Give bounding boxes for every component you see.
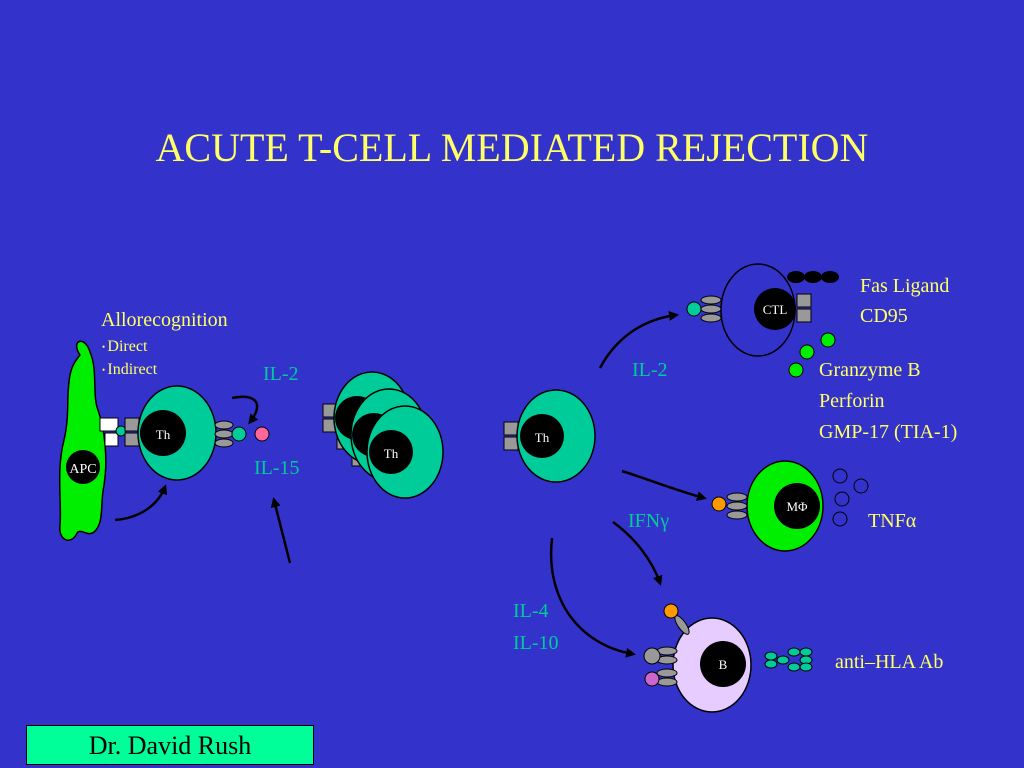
- il2-autocrine-arrow: [231, 395, 259, 425]
- apc-receptors: [99, 417, 140, 447]
- effector-th-cell: [503, 389, 596, 483]
- il15-label: IL-15: [254, 457, 300, 479]
- th-label-1: Th: [156, 427, 171, 442]
- il15-arrow: [270, 497, 292, 564]
- ifn-gamma-label: IFNγ: [628, 510, 670, 532]
- gmp17-label: GMP-17 (TIA-1): [819, 421, 958, 443]
- macrophage-cell: [711, 460, 869, 552]
- allorecognition-heading: Allorecognition: [101, 309, 228, 331]
- il2-to-ctl-arrow: [598, 311, 679, 369]
- il2-left-label: IL-2: [263, 363, 299, 385]
- apc-label: APC: [69, 462, 96, 477]
- il10-label: IL-10: [513, 632, 559, 654]
- perforin-label: Perforin: [819, 390, 885, 412]
- ctl-label: CTL: [763, 302, 788, 317]
- tnf-alpha-label: TNFα: [868, 510, 917, 532]
- apc-cell: [58, 340, 107, 541]
- allorecognition-item-direct: Direct: [102, 338, 147, 356]
- ifn-to-b-cell-arrow: [612, 520, 663, 586]
- anti-hla-ab-label: anti–HLA Ab: [835, 651, 944, 673]
- ifn-to-macrophage-arrow: [621, 469, 707, 501]
- th-label-3: Th: [535, 430, 550, 445]
- ctl-cell: [686, 263, 839, 378]
- author-credit: Dr. David Rush: [26, 725, 314, 765]
- th-label-2: Th: [384, 446, 399, 461]
- apc-to-th-arrow: [114, 484, 168, 522]
- fas-ligand-label: Fas Ligand: [860, 275, 950, 297]
- antibody-molecules: [764, 647, 813, 672]
- allorecognition-item-indirect: Indirect: [102, 361, 157, 379]
- il4-il10-to-b-cell-arrow: [549, 537, 636, 658]
- slide-title: ACUTE T-CELL MEDIATED REJECTION: [155, 125, 869, 170]
- macrophage-label: MΦ: [786, 499, 808, 514]
- granzyme-b-label: Granzyme B: [819, 359, 921, 381]
- il2-right-label: IL-2: [632, 359, 668, 381]
- il4-label: IL-4: [513, 600, 549, 622]
- b-cell-label: B: [719, 657, 728, 672]
- proliferating-th-cells: [333, 371, 444, 499]
- b-cell: [643, 603, 752, 713]
- th-cell-1: [137, 385, 270, 481]
- cd95-label: CD95: [860, 305, 908, 327]
